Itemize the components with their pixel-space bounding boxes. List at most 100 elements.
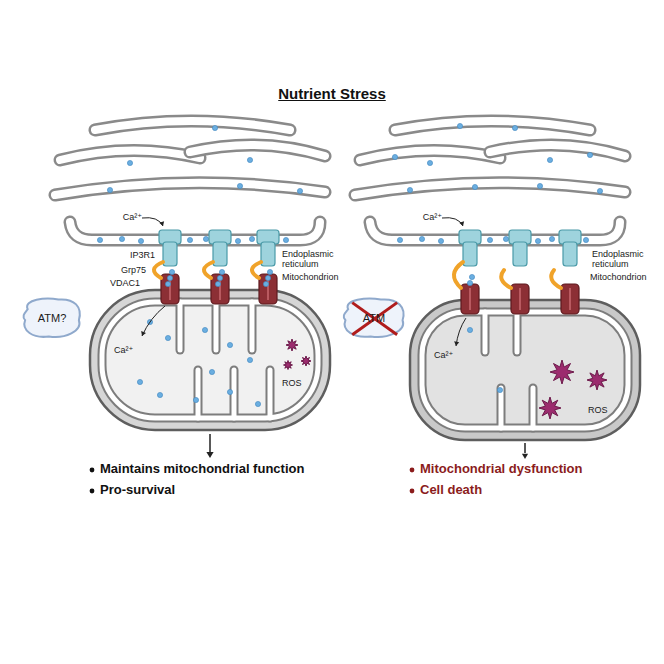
calcium-ion	[397, 237, 402, 242]
bullet-dot	[410, 468, 415, 473]
grp75-tether	[154, 262, 163, 278]
calcium-ion	[169, 269, 174, 274]
bullet-dot	[410, 489, 415, 494]
crista	[529, 388, 538, 428]
calcium-ion	[467, 327, 472, 332]
ip3r1-channel	[213, 242, 227, 266]
calcium-ion	[457, 123, 462, 128]
calcium-ion	[119, 236, 124, 241]
er-stack	[355, 121, 625, 244]
calcium-ion	[167, 275, 172, 280]
bubble-shape	[23, 299, 79, 337]
er-stack	[55, 121, 325, 244]
calcium-ion	[427, 160, 432, 165]
calcium-ion	[247, 357, 252, 362]
organelle-label: Mitochondrion	[282, 272, 344, 282]
inner-membrane-lumen	[102, 302, 318, 418]
organelle-label: Endoplasmic reticulum	[282, 249, 342, 269]
calcium-ion	[407, 187, 412, 192]
crista-lumen	[214, 302, 219, 350]
grp75-tether	[551, 270, 561, 288]
calcium-ion	[249, 236, 254, 241]
inner-membrane-lumen	[422, 312, 628, 428]
crista-lumen	[178, 302, 183, 350]
ros-star	[284, 361, 293, 370]
calcium-ion	[549, 236, 554, 241]
er-membrane	[355, 183, 625, 195]
calcium-ion	[537, 183, 542, 188]
calcium-ion	[255, 401, 260, 406]
calcium-ion	[419, 236, 424, 241]
grp75-tether	[501, 270, 511, 288]
crista	[266, 370, 275, 418]
ros-star	[301, 356, 311, 366]
calcium-ion	[219, 269, 224, 274]
outcome-text: Maintains mitochondrial function	[100, 462, 304, 477]
crista-lumen	[268, 370, 273, 418]
flux-arrow	[142, 218, 163, 226]
calcium-ion	[535, 238, 540, 243]
outcome-text: Pro-survival	[100, 483, 175, 498]
ros-label: ROS	[282, 378, 308, 388]
calcium-ion	[137, 379, 142, 384]
grp75-tether	[252, 262, 261, 278]
calcium-ion	[263, 281, 268, 286]
ros-star	[286, 339, 298, 351]
flux-arrow	[456, 318, 466, 346]
ion-label: Ca²⁺	[434, 350, 464, 360]
crista-lumen	[531, 388, 536, 428]
arrow-head	[141, 331, 146, 336]
calcium-ion	[267, 269, 272, 274]
calcium-ion	[265, 275, 270, 280]
protein-label: IP3R1	[105, 250, 155, 260]
outcome-text: Cell death	[420, 483, 482, 498]
bubble-shape	[344, 299, 404, 337]
er-membrane	[55, 183, 325, 195]
grp75-tether	[454, 262, 463, 288]
calcium-ion	[127, 160, 132, 165]
ros-label: ROS	[588, 405, 614, 415]
er-lumen	[70, 222, 320, 240]
calcium-ion	[227, 342, 232, 347]
cross-mark	[352, 303, 397, 335]
er-membrane	[370, 222, 620, 240]
calcium-ion	[237, 183, 242, 188]
crista	[176, 302, 185, 350]
calcium-ion	[138, 238, 143, 243]
calcium-ion	[497, 387, 502, 392]
er-lumen	[190, 145, 325, 156]
crista-lumen	[196, 370, 201, 418]
er-lumen	[355, 183, 625, 195]
outer-membrane	[90, 290, 330, 430]
ion-label: Ca²⁺	[102, 212, 142, 222]
crista	[481, 312, 490, 352]
ip3r1-channel	[563, 242, 577, 266]
calcium-ion	[97, 237, 102, 242]
calcium-ion	[202, 327, 207, 332]
crista-lumen	[250, 302, 255, 350]
outcome-arrow	[524, 443, 526, 453]
vdac1-pore	[169, 278, 171, 300]
flux-arrow	[142, 306, 165, 336]
calcium-ion	[193, 397, 198, 402]
protein-label: Grp75	[98, 265, 146, 275]
er-membrane	[360, 150, 500, 160]
gene-label: ATM?	[38, 312, 67, 324]
calcium-ion	[297, 188, 302, 193]
er-lumen	[60, 150, 200, 160]
vdac1-pore	[569, 288, 571, 310]
er-membrane	[60, 150, 200, 160]
vdac1-channel	[259, 274, 277, 304]
vdac1-channel	[561, 284, 579, 314]
calcium-ion	[157, 392, 162, 397]
calcium-ion	[392, 154, 397, 159]
ip3r1-channel	[513, 242, 527, 266]
crista	[212, 302, 221, 350]
ip3r1-channel	[463, 242, 477, 266]
er-membrane	[190, 145, 325, 156]
calcium-ion	[487, 237, 492, 242]
calcium-ion	[203, 236, 208, 241]
calcium-ion	[472, 184, 477, 189]
calcium-ion	[597, 188, 602, 193]
